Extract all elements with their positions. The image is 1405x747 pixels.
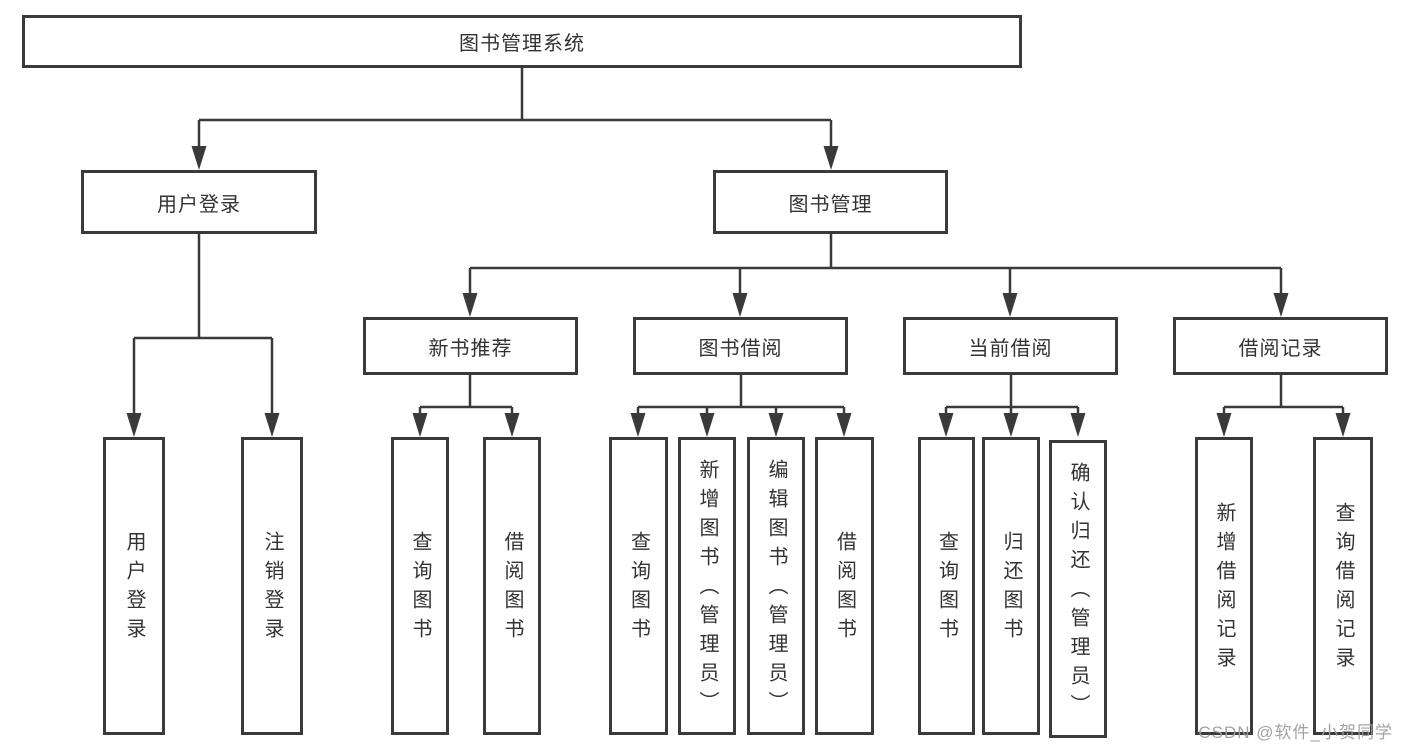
node-book-management: 图书管理 <box>713 170 948 234</box>
leaf-query-books-2: 查询图书 <box>609 437 668 735</box>
node-book-borrowing: 图书借阅 <box>633 317 848 375</box>
node-current-borrowing: 当前借阅 <box>903 317 1118 375</box>
leaf-user-login: 用户登录 <box>103 437 165 735</box>
watermark: CSDN @软件_小贺同学 <box>1198 723 1393 742</box>
leaf-confirm-return-admin: 确认归还（管理员） <box>1049 440 1107 738</box>
leaf-return-book: 归还图书 <box>982 437 1040 735</box>
node-library-management-system: 图书管理系统 <box>22 15 1022 68</box>
node-borrowing-records: 借阅记录 <box>1173 317 1388 375</box>
leaf-borrow-books-2: 借阅图书 <box>815 437 874 735</box>
leaf-query-books-3: 查询图书 <box>918 437 975 735</box>
leaf-borrow-books-1: 借阅图书 <box>483 437 541 735</box>
node-new-book-recommendation: 新书推荐 <box>363 317 578 375</box>
leaf-query-borrow-record: 查询借阅记录 <box>1313 437 1373 735</box>
leaf-add-borrow-record: 新增借阅记录 <box>1195 437 1253 735</box>
leaf-edit-book-admin: 编辑图书（管理员） <box>747 437 805 735</box>
leaf-query-books-1: 查询图书 <box>391 437 449 735</box>
leaf-logout: 注销登录 <box>241 437 303 735</box>
leaf-add-book-admin: 新增图书（管理员） <box>678 437 736 735</box>
node-user-login: 用户登录 <box>81 170 317 234</box>
